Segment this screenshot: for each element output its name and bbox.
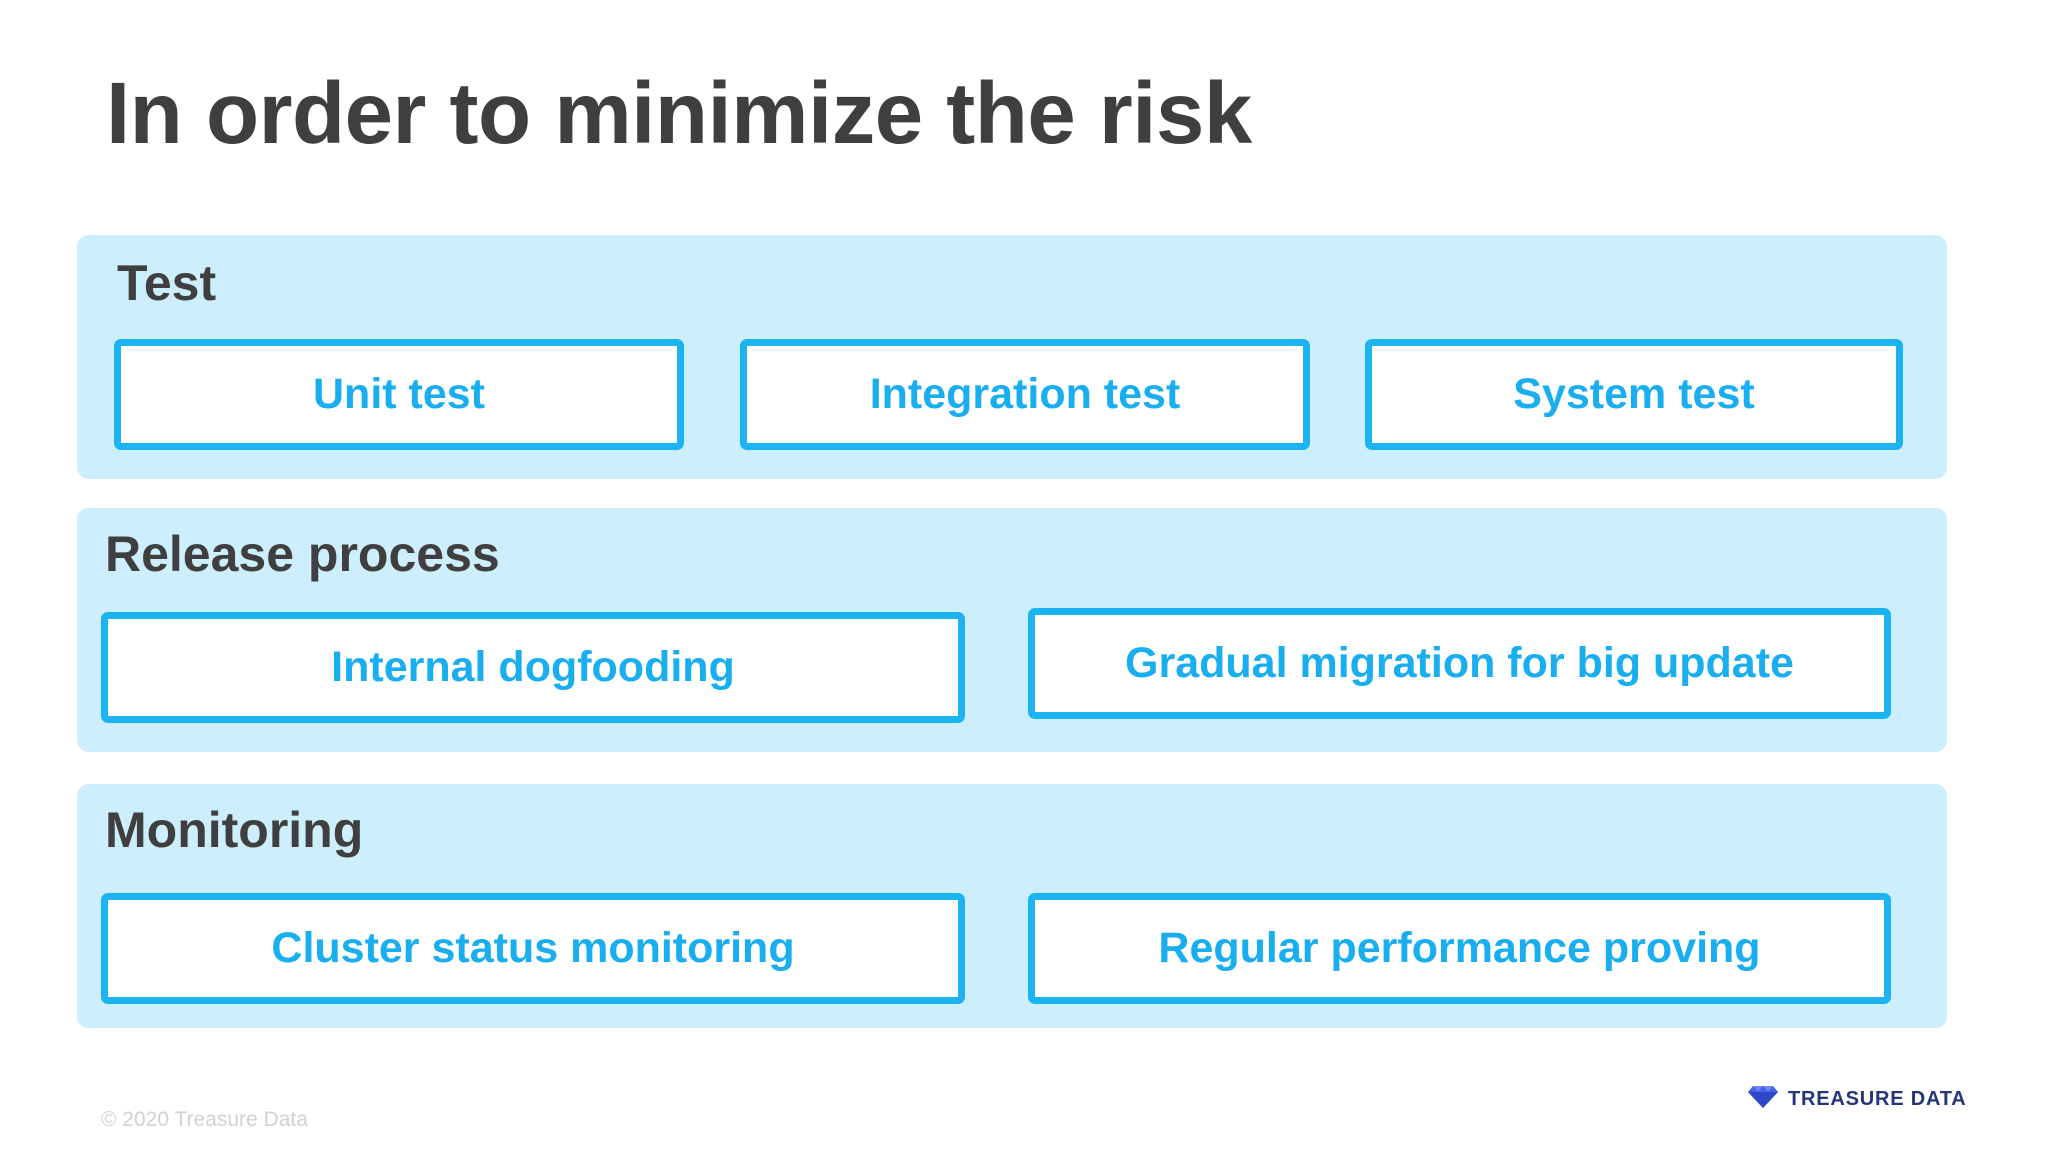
brand-name: TREASURE DATA — [1788, 1088, 1967, 1110]
copyright-text: © 2020 Treasure Data — [101, 1108, 308, 1131]
section-heading-monitoring: Monitoring — [105, 802, 364, 858]
section-test-panel: Test Unit test Integration test System t… — [77, 235, 1947, 479]
section-heading-test: Test — [117, 255, 217, 311]
slide-title: In order to minimize the risk — [106, 65, 1252, 162]
section-monitoring-panel: Monitoring Cluster status monitoring Reg… — [77, 784, 1947, 1028]
brand-logo: TREASURE DATA — [1748, 1086, 1967, 1113]
item-gradual-migration: Gradual migration for big update — [1028, 608, 1891, 719]
section-heading-release-process: Release process — [105, 526, 500, 582]
item-cluster-status-monitoring: Cluster status monitoring — [101, 893, 965, 1004]
item-regular-performance-proving: Regular performance proving — [1028, 893, 1891, 1004]
item-unit-test: Unit test — [114, 339, 684, 450]
item-system-test: System test — [1365, 339, 1903, 450]
item-internal-dogfooding: Internal dogfooding — [101, 612, 965, 723]
item-integration-test: Integration test — [740, 339, 1310, 450]
section-release-panel: Release process Internal dogfooding Grad… — [77, 508, 1947, 752]
diamond-logo-icon — [1748, 1086, 1778, 1113]
